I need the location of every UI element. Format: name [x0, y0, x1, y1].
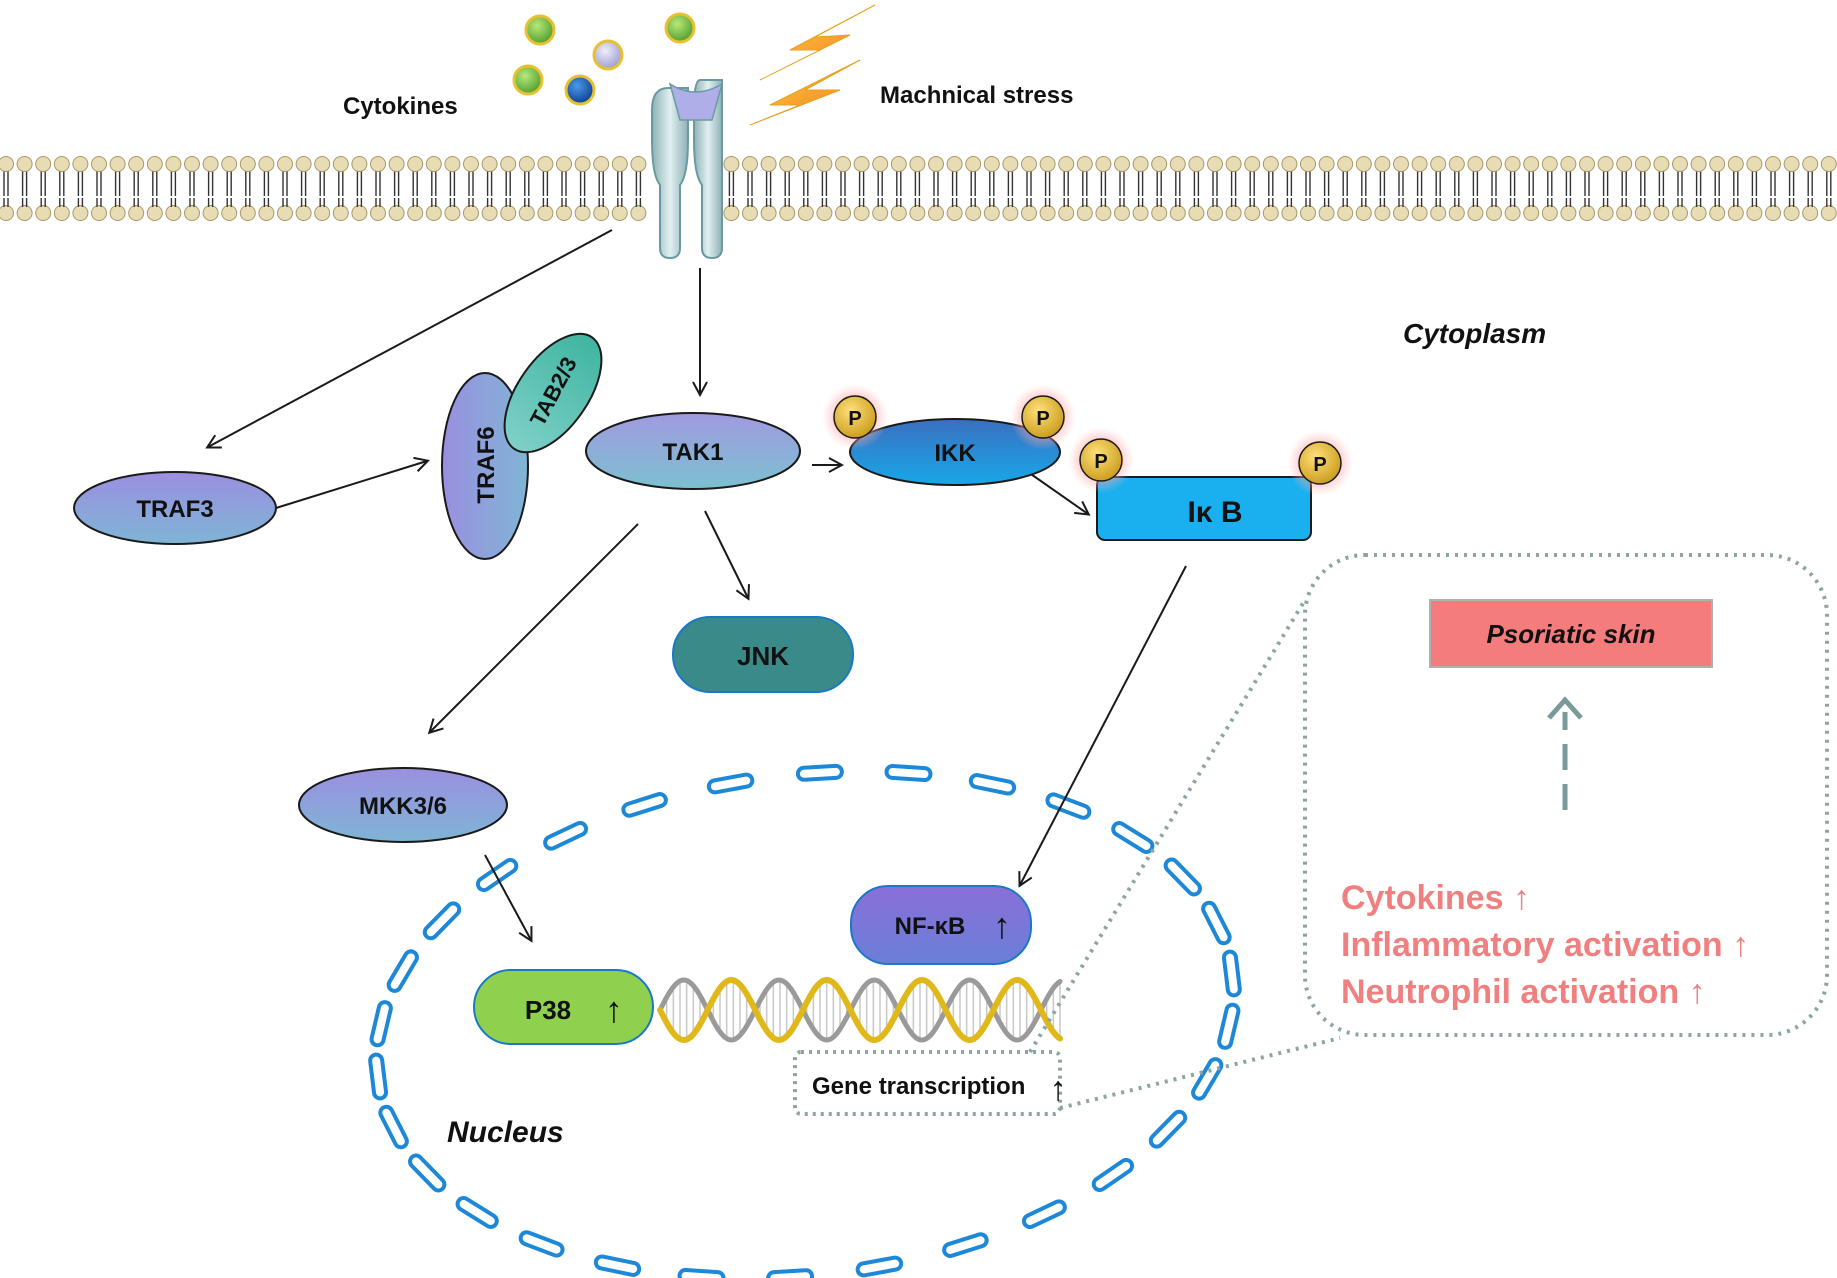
gene-transcription-up-arrow: ↑	[1050, 1070, 1067, 1108]
psoriatic-skin-label: Psoriatic skin	[1486, 619, 1655, 649]
arrow-receptor-to-traf3	[208, 229, 613, 447]
nfkb-node	[850, 885, 1032, 965]
inset-connector-bottom	[1059, 1036, 1341, 1110]
ikk-label: IKK	[934, 440, 976, 467]
traf3-label: TRAF3	[136, 496, 213, 523]
dashed-up-arrow-icon	[1547, 696, 1583, 810]
outcome-neutrophil-activation: Neutrophil activation ↑	[1341, 973, 1706, 1011]
phosphate-label: P	[848, 408, 861, 430]
nfkb-label: NF-κB	[895, 913, 966, 940]
mechanical-stress-bolt-icon	[749, 4, 876, 126]
cytokine-molecules-icon	[512, 12, 696, 106]
signal-arrows	[208, 229, 1187, 940]
traf6-label: TRAF6	[473, 426, 500, 503]
arrow-ikb-to-nfkb	[1020, 565, 1187, 885]
ikb-label: Iκ B	[1187, 496, 1242, 529]
outcome-inset-box	[1303, 553, 1829, 1037]
tak1-label: TAK1	[663, 439, 724, 466]
arrow-mkk36-to-p38	[484, 854, 531, 940]
mechanical-stress-label: Machnical stress	[880, 82, 1073, 109]
psoriatic-skin-box	[1429, 599, 1713, 668]
tak1-node	[585, 412, 801, 490]
gene-transcription-label: Gene transcription	[812, 1073, 1025, 1100]
nfkb-up-arrow: ↑	[993, 905, 1011, 946]
p38-up-arrow: ↑	[605, 989, 623, 1030]
gene-transcription-box	[793, 1050, 1062, 1116]
jnk-label: JNK	[737, 641, 789, 671]
outcome-inflammatory-activation: Inflammatory activation ↑	[1341, 926, 1749, 964]
receptor-icon	[651, 79, 724, 260]
ikk-node	[849, 418, 1061, 486]
arrow-traf3-to-traf6	[275, 461, 427, 509]
ikb-node	[1096, 476, 1312, 541]
arrow-tak1-to-jnk	[704, 510, 748, 598]
dna-helix-icon	[657, 976, 1063, 1044]
arrow-ikk-to-ikb	[1027, 471, 1088, 514]
traf3-node	[73, 471, 277, 545]
phosphate-label: P	[1313, 454, 1326, 476]
phosphate-label: P	[1094, 451, 1107, 473]
cell-membrane	[0, 156, 1837, 221]
cytokines-label: Cytokines	[343, 93, 458, 120]
phosphate-group-icon: P P P P	[822, 384, 1353, 496]
arrow-tak1-to-mkk36	[430, 523, 639, 732]
cytoplasm-label: Cytoplasm	[1403, 318, 1546, 349]
mkk36-node	[298, 767, 508, 843]
nucleus-label: Nucleus	[447, 1116, 564, 1149]
p38-node	[473, 969, 654, 1045]
p38-label: P38	[525, 995, 571, 1025]
nucleus-envelope	[368, 763, 1242, 1278]
phosphate-label: P	[1036, 408, 1049, 430]
outcome-cytokines: Cytokines ↑	[1341, 879, 1530, 917]
inset-connector-top	[1028, 598, 1307, 1054]
mkk36-label: MKK3/6	[359, 793, 447, 820]
jnk-node	[672, 616, 854, 693]
tab23-node	[503, 332, 603, 454]
